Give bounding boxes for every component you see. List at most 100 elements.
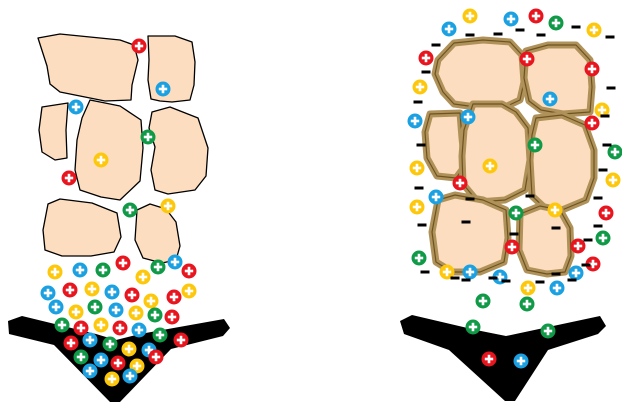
- plus-ion-icon: [410, 161, 425, 176]
- plus-ion-icon: [608, 145, 622, 160]
- minus-sign-icon: [572, 26, 581, 29]
- minus-sign-icon: [582, 264, 591, 267]
- right-panel: [400, 40, 606, 401]
- plus-ion-icon: [116, 256, 131, 271]
- minus-sign-icon: [451, 277, 460, 280]
- soil-particle: [148, 36, 195, 102]
- plus-ion-icon: [123, 203, 138, 218]
- plus-ion-icon: [550, 281, 565, 296]
- minus-sign-icon: [552, 227, 561, 230]
- plus-ion-icon: [151, 260, 166, 275]
- plus-ion-icon: [482, 352, 497, 367]
- plus-ion-icon: [113, 321, 128, 336]
- minus-sign-icon: [601, 115, 610, 118]
- minus-sign-icon: [494, 33, 503, 36]
- plus-ion-icon: [463, 265, 478, 280]
- plus-ion-icon: [453, 176, 468, 191]
- plus-ion-icon: [55, 318, 70, 333]
- plus-ion-icon: [129, 306, 144, 321]
- plus-ion-icon: [96, 263, 111, 278]
- plus-ion-icon: [509, 206, 524, 221]
- plus-ion-icon: [585, 116, 600, 131]
- plus-ion-icon: [543, 92, 558, 107]
- plus-ion-icon: [461, 110, 476, 125]
- plus-ion-icon: [413, 80, 428, 95]
- left-panel: [8, 34, 230, 402]
- plus-ion-icon: [476, 294, 491, 309]
- plus-ion-icon: [412, 251, 427, 266]
- plus-ion-icon: [483, 159, 498, 174]
- plus-ion-icon: [569, 266, 584, 281]
- minus-sign-icon: [414, 101, 423, 104]
- minus-sign-icon: [568, 279, 577, 282]
- plus-ion-icon: [64, 336, 79, 351]
- plus-ion-icon: [571, 239, 586, 254]
- minus-sign-icon: [603, 144, 612, 147]
- plus-ion-icon: [168, 255, 183, 270]
- plus-ion-icon: [148, 308, 163, 323]
- plus-ion-icon: [442, 22, 457, 37]
- funnel-icon: [400, 315, 606, 401]
- plus-ion-icon: [83, 333, 98, 348]
- plus-ion-icon: [69, 100, 84, 115]
- plus-ion-icon: [125, 288, 140, 303]
- minus-sign-icon: [418, 224, 427, 227]
- soil-particle: [39, 103, 68, 160]
- minus-sign-icon: [422, 71, 431, 74]
- plus-ion-icon: [49, 300, 64, 315]
- plus-ion-icon: [419, 51, 434, 66]
- plus-ion-icon: [408, 114, 423, 129]
- plus-ion-icon: [122, 342, 137, 357]
- plus-ion-icon: [83, 364, 98, 379]
- plus-ion-icon: [136, 270, 151, 285]
- plus-ion-icon: [73, 263, 88, 278]
- plus-ion-icon: [504, 12, 519, 27]
- plus-ion-icon: [599, 206, 614, 221]
- minus-sign-icon: [599, 169, 608, 172]
- minus-sign-icon: [502, 280, 511, 283]
- plus-ion-icon: [105, 285, 120, 300]
- minus-sign-icon: [552, 273, 561, 276]
- plus-ion-icon: [174, 333, 189, 348]
- plus-ion-icon: [156, 82, 171, 97]
- plus-ion-icon: [94, 153, 109, 168]
- minus-sign-icon: [462, 279, 471, 282]
- minus-sign-icon: [536, 281, 545, 284]
- soil-particle: [530, 115, 594, 210]
- plus-ion-icon: [514, 354, 529, 369]
- minus-sign-icon: [594, 225, 603, 228]
- minus-sign-icon: [489, 277, 498, 280]
- minus-sign-icon: [466, 34, 475, 37]
- plus-ion-icon: [182, 284, 197, 299]
- soil-particle: [149, 107, 208, 194]
- plus-ion-icon: [111, 356, 126, 371]
- minus-sign-icon: [432, 44, 441, 47]
- plus-ion-icon: [585, 62, 600, 77]
- soil-particle: [38, 34, 138, 101]
- plus-ion-icon: [63, 283, 78, 298]
- plus-ion-icon: [103, 337, 118, 352]
- minus-sign-icon: [607, 87, 616, 90]
- plus-ion-icon: [94, 353, 109, 368]
- minus-sign-icon: [526, 195, 535, 198]
- plus-ion-icon: [132, 39, 147, 54]
- soil-particle: [524, 45, 592, 114]
- plus-ion-icon: [463, 9, 478, 24]
- plus-ion-icon: [94, 318, 109, 333]
- plus-ion-icon: [182, 264, 197, 279]
- minus-sign-icon: [417, 144, 426, 147]
- right-particles: [425, 40, 594, 274]
- plus-ion-icon: [410, 200, 425, 215]
- plus-ion-icon: [132, 323, 147, 338]
- minus-sign-icon: [594, 197, 603, 200]
- plus-ion-icon: [69, 305, 84, 320]
- plus-ion-icon: [141, 130, 156, 145]
- plus-ion-icon: [165, 310, 180, 325]
- soil-particle: [135, 204, 180, 263]
- minus-sign-icon: [537, 34, 546, 37]
- soil-particle: [43, 199, 121, 256]
- plus-ion-icon: [429, 190, 444, 205]
- plus-ion-icon: [548, 203, 563, 218]
- minus-sign-icon: [510, 233, 519, 236]
